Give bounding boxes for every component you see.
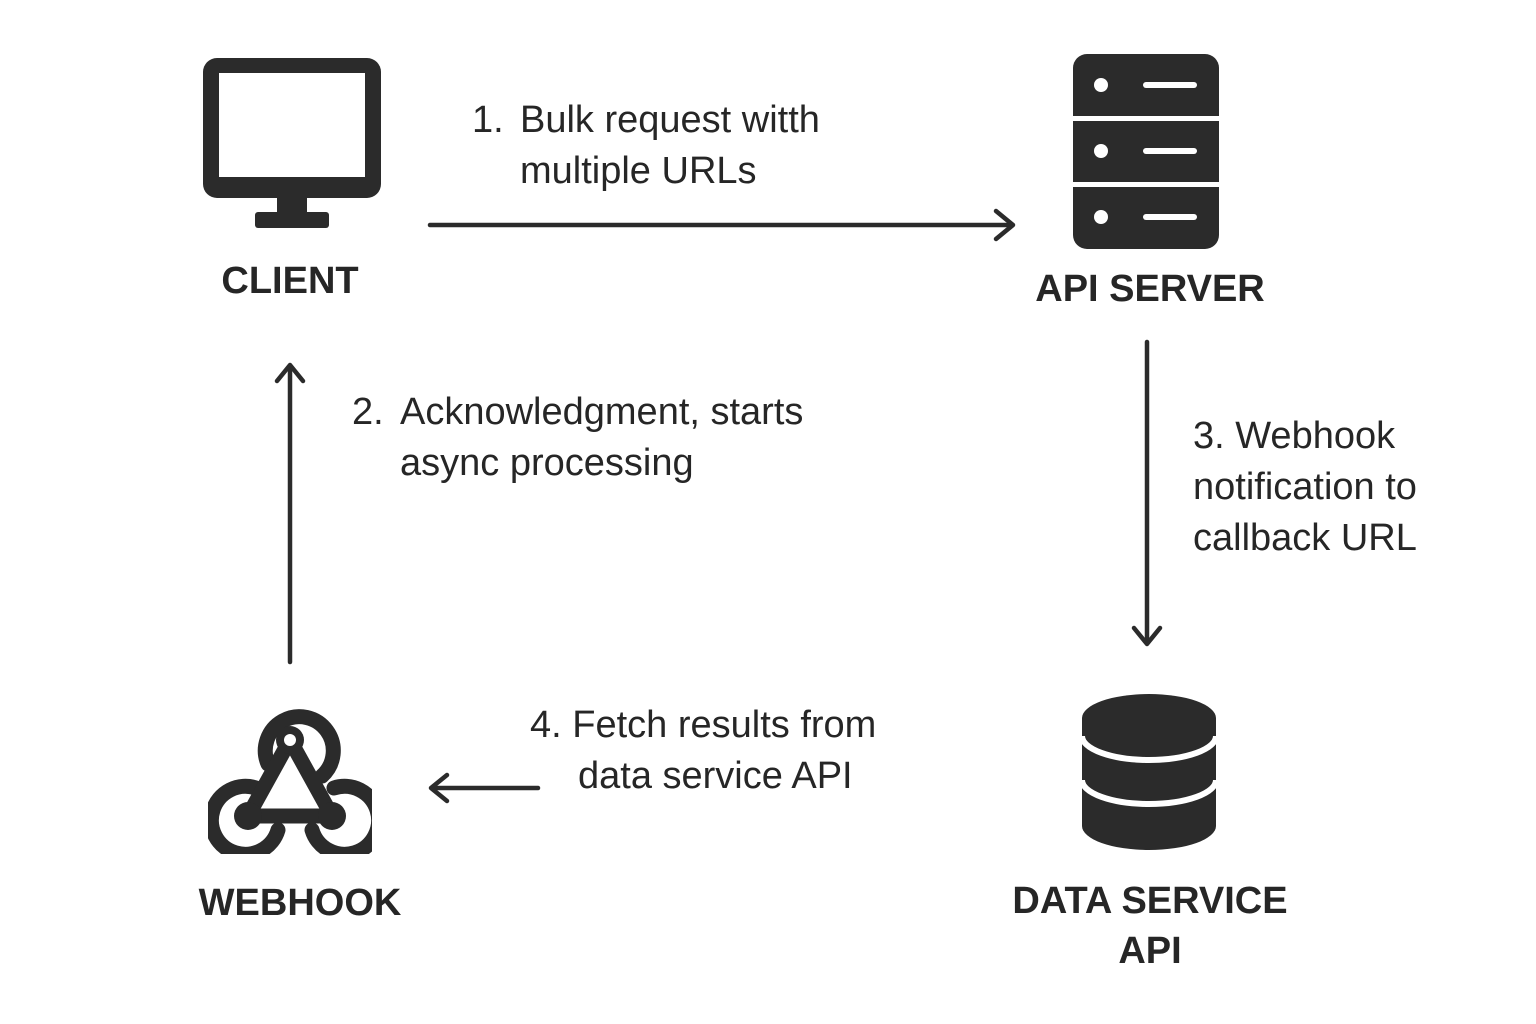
step-3-line1: 3. Webhook: [1193, 415, 1396, 457]
data-service-label: DATA SERVICE API: [990, 876, 1310, 976]
step-4-text: 4. Fetch results from data service API: [530, 700, 876, 802]
step-2-line2: async processing: [400, 442, 694, 484]
data-service-label-line2: API: [1118, 930, 1182, 972]
database-icon: [1082, 694, 1216, 850]
api-server-label: API SERVER: [1035, 268, 1265, 310]
step-4-line2: data service API: [578, 755, 853, 797]
step-2-line1: Acknowledgment, starts: [400, 391, 804, 433]
step-4-line1: 4. Fetch results from: [530, 704, 877, 746]
monitor-icon: [203, 58, 381, 228]
step-1-text: 1. Bulk request witth multiple URLs: [472, 95, 820, 197]
step-1-number: 1.: [472, 99, 504, 141]
arrow-webhook-to-client: [274, 362, 306, 665]
step-3-text: 3. Webhook notification to callback URL: [1193, 411, 1417, 564]
client-label: CLIENT: [221, 260, 359, 302]
step-1-line2: multiple URLs: [520, 150, 757, 192]
server-icon: [1073, 54, 1219, 249]
step-2-number: 2.: [352, 391, 384, 433]
webhook-label: WEBHOOK: [198, 882, 402, 924]
webhook-icon: [208, 709, 372, 854]
data-service-label-line1: DATA SERVICE: [1012, 880, 1288, 922]
step-2-text: 2. Acknowledgment, starts async processin…: [352, 387, 803, 489]
step-3-line2: notification to: [1193, 466, 1417, 508]
arrow-server-to-data-service: [1131, 339, 1163, 647]
step-1-line1: Bulk request witth: [520, 99, 820, 141]
step-3-line3: callback URL: [1193, 517, 1417, 559]
arrow-data-service-to-webhook: [428, 772, 541, 804]
arrow-client-to-server: [427, 208, 1016, 242]
